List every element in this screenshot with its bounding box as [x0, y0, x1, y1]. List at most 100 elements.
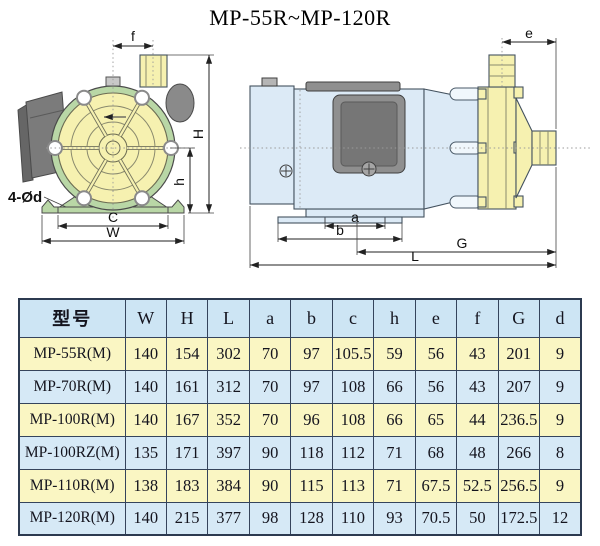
value-cell: 171: [165, 435, 209, 470]
lifting-lug: [261, 77, 278, 87]
pump-head-side: [449, 54, 557, 210]
value-cell: 56: [414, 336, 458, 371]
value-cell: 312: [207, 369, 250, 404]
value-cell: 140: [124, 336, 167, 371]
value-cell: 352: [207, 402, 250, 437]
dim-h-label: h: [171, 178, 187, 186]
value-cell: 52.5: [456, 468, 499, 503]
dim-G: G: [356, 220, 556, 256]
value-cell: 90: [248, 468, 292, 503]
value-cell: 215: [165, 501, 209, 536]
value-cell: 302: [207, 336, 250, 371]
earth-screw-icon: [279, 164, 293, 178]
value-cell: 110: [331, 501, 375, 536]
dim-h: h: [170, 147, 195, 213]
value-cell: 65: [414, 402, 458, 437]
value-cell: 113: [331, 468, 375, 503]
value-cell: 43: [456, 336, 499, 371]
value-cell: 236.5: [497, 402, 541, 437]
dim-column-header: G: [497, 298, 541, 338]
value-cell: 140: [124, 402, 167, 437]
value-cell: 108: [331, 402, 375, 437]
terminal-box: [332, 94, 406, 177]
dim-b: b: [277, 222, 403, 243]
dim-column-header: d: [539, 298, 582, 338]
dim-e-label: e: [525, 30, 533, 41]
value-cell: 97: [290, 369, 333, 404]
value-cell: 59: [373, 336, 416, 371]
value-cell: 44: [456, 402, 499, 437]
value-cell: 207: [497, 369, 541, 404]
value-cell: 90: [248, 435, 292, 470]
model-column-header: 型号: [18, 298, 126, 338]
value-cell: 167: [165, 402, 209, 437]
value-cell: 56: [414, 369, 458, 404]
value-cell: 68: [414, 435, 458, 470]
value-cell: 9: [539, 369, 582, 404]
value-cell: 96: [290, 402, 333, 437]
value-cell: 71: [373, 468, 416, 503]
value-cell: 70: [248, 336, 292, 371]
value-cell: 66: [373, 402, 416, 437]
pump-side-view: e a b G L: [240, 30, 592, 269]
dim-H-label: H: [190, 129, 206, 139]
value-cell: 384: [207, 468, 250, 503]
value-cell: 256.5: [497, 468, 541, 503]
model-cell: MP-100R(M): [18, 402, 126, 437]
dim-column-header: W: [124, 298, 167, 338]
value-cell: 70: [248, 369, 292, 404]
dim-G-label: G: [457, 235, 468, 251]
page-title: MP-55R~MP-120R: [209, 5, 391, 30]
value-cell: 66: [373, 369, 416, 404]
dim-e: e: [502, 30, 556, 46]
dim-b-label: b: [336, 222, 344, 238]
terminal-box-screw-icon: [361, 161, 377, 177]
mounting-holes-label: 4-Ød: [8, 189, 42, 206]
dim-C: C: [57, 209, 169, 230]
value-cell: 93: [373, 501, 416, 536]
value-cell: 97: [290, 336, 333, 371]
value-cell: 140: [124, 369, 167, 404]
model-cell: MP-70R(M): [18, 369, 126, 404]
value-cell: 12: [539, 501, 582, 536]
dim-a: a: [324, 209, 386, 230]
dim-column-header: c: [331, 298, 375, 338]
dim-L: L: [249, 206, 556, 269]
dim-H: H: [167, 54, 214, 214]
value-cell: 48: [456, 435, 499, 470]
motor-top-bar: [305, 81, 401, 92]
model-cell: MP-120R(M): [18, 501, 126, 536]
dim-column-header: h: [373, 298, 416, 338]
value-cell: 172.5: [497, 501, 541, 536]
dim-f-label: f: [131, 30, 135, 44]
value-cell: 67.5: [414, 468, 458, 503]
model-cell: MP-110R(M): [18, 468, 126, 503]
value-cell: 183: [165, 468, 209, 503]
dim-column-header: L: [207, 298, 250, 338]
dim-column-header: f: [456, 298, 499, 338]
value-cell: 70: [248, 402, 292, 437]
value-cell: 118: [290, 435, 333, 470]
outlet-pipe-front: [139, 54, 168, 88]
value-cell: 266: [497, 435, 541, 470]
value-cell: 105.5: [331, 336, 375, 371]
dim-column-header: e: [414, 298, 458, 338]
pump-front-view: f H h C W 4-Ød: [8, 30, 214, 245]
value-cell: 9: [539, 336, 582, 371]
value-cell: 138: [124, 468, 167, 503]
pump-dimension-diagram: f H h C W 4-Ød: [8, 30, 592, 269]
top-plug: [105, 76, 121, 87]
casing-bolts: [47, 89, 179, 207]
dim-L-label: L: [411, 248, 419, 264]
motor-behind: [165, 83, 195, 123]
mounting-holes-callout: 4-Ød: [8, 189, 67, 208]
value-cell: 397: [207, 435, 250, 470]
dim-C-label: C: [108, 209, 118, 225]
dim-column-header: b: [290, 298, 333, 338]
dim-column-header: H: [165, 298, 209, 338]
